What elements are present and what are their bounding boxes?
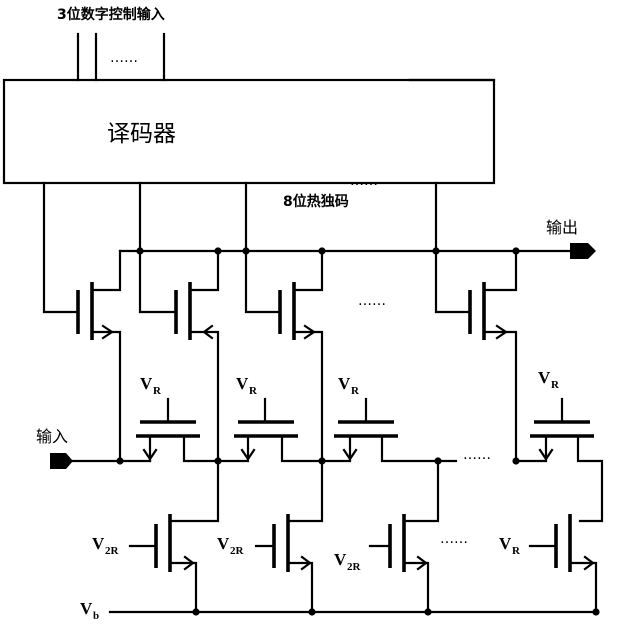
shunt-row-ellipsis: ……	[440, 531, 468, 547]
v2r-label: V	[217, 534, 230, 553]
decoder-label: 译码器	[107, 121, 176, 147]
vr-label-sub: R	[512, 545, 521, 557]
series-transistor-3: V R	[320, 374, 458, 463]
decoder-output-1	[42, 181, 80, 314]
control-input-ellipsis: ……	[110, 50, 138, 66]
v2r-label-sub: 2R	[230, 545, 245, 557]
input-port-arrow	[50, 453, 73, 469]
shunt-transistor-4: V R	[499, 514, 598, 614]
control-input-label: 3位数字控制输入	[57, 6, 165, 23]
vr-label-sub: R	[153, 385, 162, 397]
vr-label: V	[499, 534, 512, 553]
vr-label-sub: R	[351, 385, 360, 397]
vr-label: V	[538, 368, 551, 387]
output-label: 输出	[546, 218, 578, 237]
vb-label-sub: b	[93, 610, 99, 622]
junction-dot	[136, 247, 144, 255]
switch-transistor-2	[174, 249, 220, 463]
junction-dot	[192, 608, 200, 616]
junction-dot	[308, 608, 316, 616]
junction-dot	[424, 608, 432, 616]
v2r-label-sub: 2R	[105, 545, 120, 557]
input-label: 输入	[36, 427, 68, 446]
switch-transistor-3	[278, 249, 324, 463]
decoder-block	[2, 78, 496, 185]
series-transistor-1: V R	[136, 374, 220, 463]
decoder-output-4	[434, 181, 472, 314]
series-transistor-2: V R	[216, 374, 324, 463]
switch-transistor-1	[76, 249, 122, 463]
vr-label-sub: R	[249, 385, 258, 397]
series-row-ellipsis: ……	[463, 447, 491, 463]
shunt-transistor-2: V 2R	[217, 459, 324, 614]
output-port-arrow	[570, 243, 596, 259]
vr-label: V	[338, 374, 351, 393]
series-transistor-4: V R	[514, 368, 604, 523]
decoder-output-3	[244, 181, 282, 314]
switch-transistor-4	[468, 249, 518, 463]
v2r-label-sub: 2R	[347, 561, 362, 573]
junction-dot	[512, 457, 520, 465]
vr-label: V	[140, 374, 153, 393]
switch-row-ellipsis: ……	[358, 293, 386, 309]
decoder-top-ellipsis: ……	[345, 69, 373, 85]
junction-dot	[432, 247, 440, 255]
vr-label: V	[236, 374, 249, 393]
v2r-label: V	[334, 550, 347, 569]
junction-dot	[592, 608, 600, 616]
vr-label-sub: R	[551, 379, 560, 391]
thermometer-code-label: 8位热独码	[283, 193, 349, 210]
v2r-label: V	[92, 534, 105, 553]
shunt-transistor-3: V 2R	[334, 459, 440, 614]
shunt-transistor-1: V 2R	[92, 459, 220, 614]
junction-dot	[242, 247, 250, 255]
decoder-bottom-ellipsis: ……	[350, 173, 378, 189]
junction-dot	[116, 457, 124, 465]
vb-label: V	[80, 599, 93, 618]
decoder-output-2	[138, 181, 178, 314]
